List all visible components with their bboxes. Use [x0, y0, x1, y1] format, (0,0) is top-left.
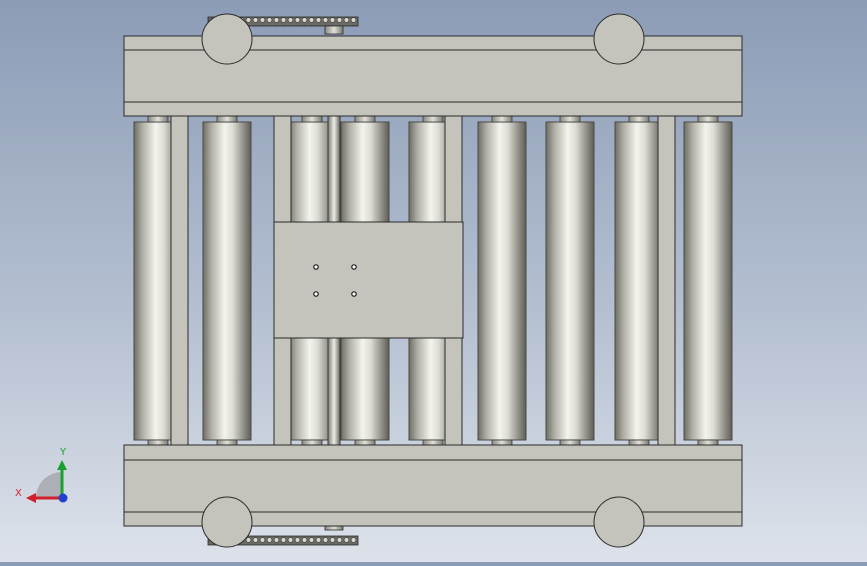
top-right-wheel [593, 13, 645, 65]
z-axis-dot-icon [58, 493, 68, 503]
support-bar-4 [657, 101, 676, 461]
top-drive-chain [207, 16, 359, 35]
triad-plane-icon [36, 472, 62, 498]
bottom-right-wheel [593, 496, 645, 548]
mounting-hole-3 [313, 291, 319, 297]
coordinate-triad[interactable]: Y X [15, 447, 68, 503]
mounting-plate [273, 221, 464, 339]
mounting-hole-1 [313, 264, 319, 270]
mounting-hole-2 [351, 264, 357, 270]
top-frame [123, 13, 743, 117]
bottom-left-wheel [201, 496, 253, 548]
mounting-holes [313, 264, 357, 297]
top-left-wheel [201, 13, 253, 65]
roller-7 [545, 115, 595, 447]
roller-6 [477, 115, 527, 447]
x-axis-label: X [15, 488, 22, 499]
roller-8 [614, 115, 664, 447]
x-axis-arrowhead-icon [26, 493, 36, 503]
y-axis-label: Y [59, 447, 67, 458]
roller-9 [683, 115, 733, 447]
bottom-frame [123, 444, 743, 548]
roller-2 [202, 115, 252, 447]
mounting-hole-4 [351, 291, 357, 297]
support-bar-1 [170, 101, 189, 461]
y-axis-arrowhead-icon [57, 460, 67, 470]
